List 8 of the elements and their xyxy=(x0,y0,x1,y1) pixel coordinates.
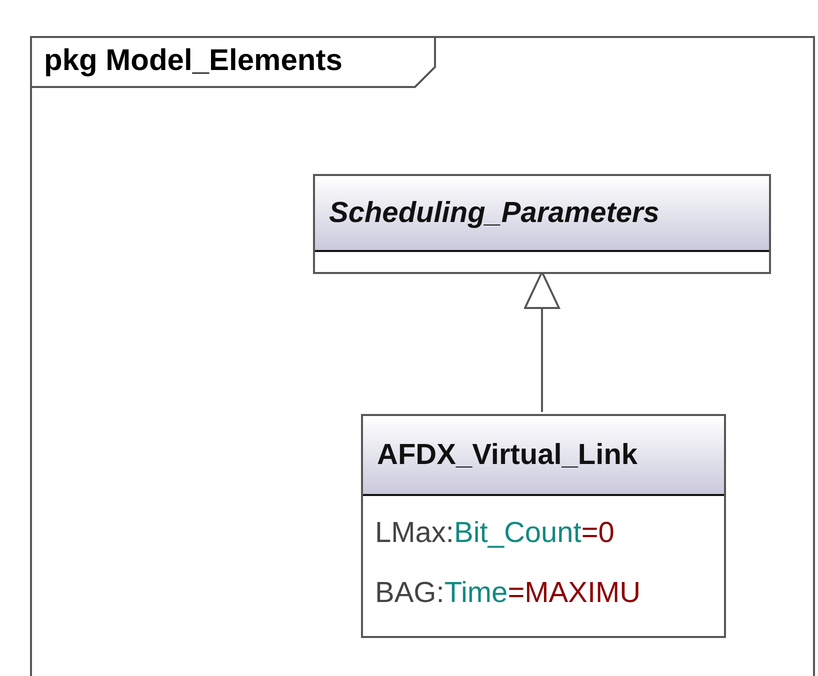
package-frame xyxy=(30,36,815,676)
attribute-text: BAG:Time=MAXIMU xyxy=(375,576,642,610)
class-name: AFDX_Virtual_Link xyxy=(377,438,638,472)
class-name: Scheduling_Parameters xyxy=(329,196,660,230)
attribute-text: LMax:Bit_Count=0 xyxy=(375,516,616,550)
class-box xyxy=(313,174,771,274)
package-title: pkg Model_Elements xyxy=(44,44,342,78)
class-box xyxy=(361,414,726,638)
